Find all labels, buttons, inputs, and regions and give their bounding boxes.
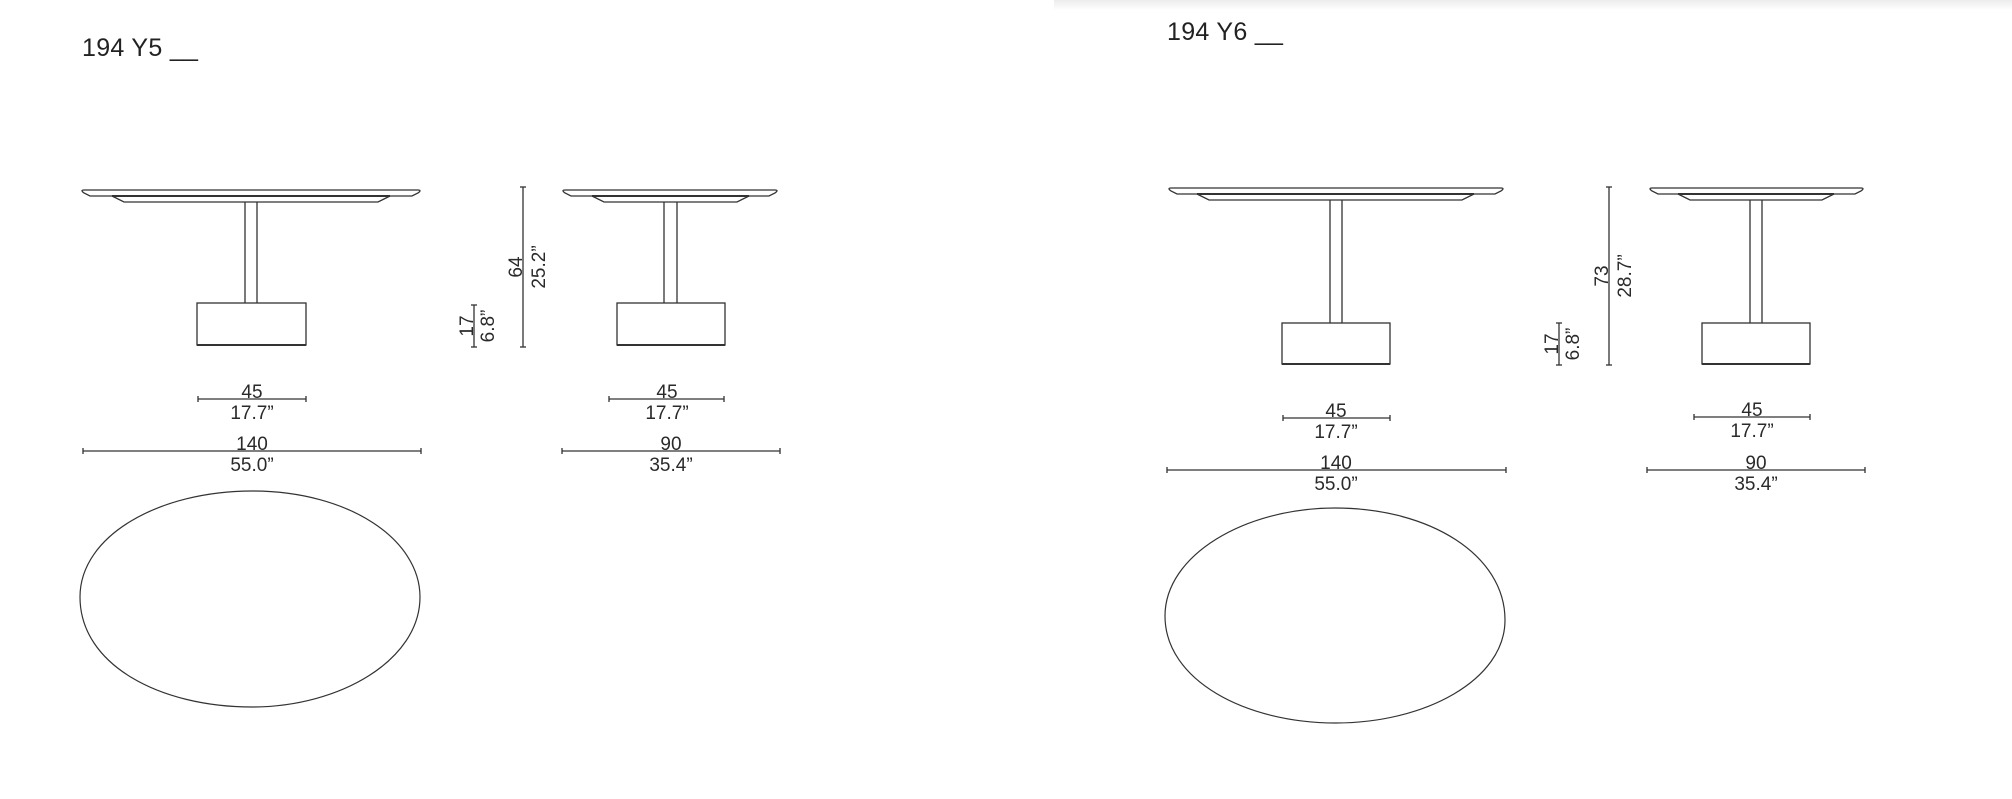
y5-base-height-in: 6.8”: [478, 310, 499, 343]
y5-width-dimensions: [82, 396, 781, 454]
y5-plan-oval: [79, 490, 421, 708]
y6-plan-oval: [1164, 507, 1506, 724]
y6-base-height-in: 6.8”: [1563, 328, 1584, 361]
y6-height-dimension: [1556, 186, 1612, 366]
y5-small-table-elevation: [562, 189, 778, 346]
y5-large-top-in: 55.0”: [230, 455, 273, 476]
y6-small-table-elevation: [1649, 187, 1864, 365]
y6-small-top-cm: 90: [1745, 453, 1766, 474]
y5-large-top-cm: 140: [236, 434, 268, 455]
y5-small-top-in: 35.4”: [649, 455, 692, 476]
y6-large-base-cm: 45: [1325, 401, 1346, 422]
y6-width-dimensions: [1166, 414, 1866, 473]
y5-height-in: 25.2”: [529, 245, 550, 288]
y5-small-base-cm: 45: [656, 382, 677, 403]
y5-height-cm: 64: [506, 256, 527, 278]
y6-small-top-in: 35.4”: [1734, 474, 1777, 495]
y6-large-top-cm: 140: [1320, 453, 1352, 474]
top-shadow-band: [1054, 0, 2012, 10]
y6-height-cm: 73: [1592, 265, 1613, 286]
y6-large-table-elevation: [1168, 187, 1504, 365]
y5-large-base-cm: 45: [241, 382, 262, 403]
y5-small-base-in: 17.7”: [645, 403, 688, 424]
y6-base-height-cm: 17: [1542, 333, 1563, 354]
y5-height-dimension: [471, 186, 526, 348]
y5-small-top-cm: 90: [660, 434, 681, 455]
y6-small-base-cm: 45: [1741, 400, 1762, 421]
sheet-title-y6: 194 Y6 __: [1167, 18, 1284, 46]
y5-large-table-elevation: [81, 189, 421, 346]
y5-base-height-cm: 17: [457, 315, 478, 336]
y6-height-in: 28.7”: [1615, 254, 1636, 297]
y6-large-base-in: 17.7”: [1314, 422, 1357, 443]
y5-large-base-in: 17.7”: [230, 403, 273, 424]
sheet-title-y5: 194 Y5 __: [82, 34, 199, 62]
y6-large-top-in: 55.0”: [1314, 474, 1357, 495]
y6-small-base-in: 17.7”: [1730, 421, 1773, 442]
